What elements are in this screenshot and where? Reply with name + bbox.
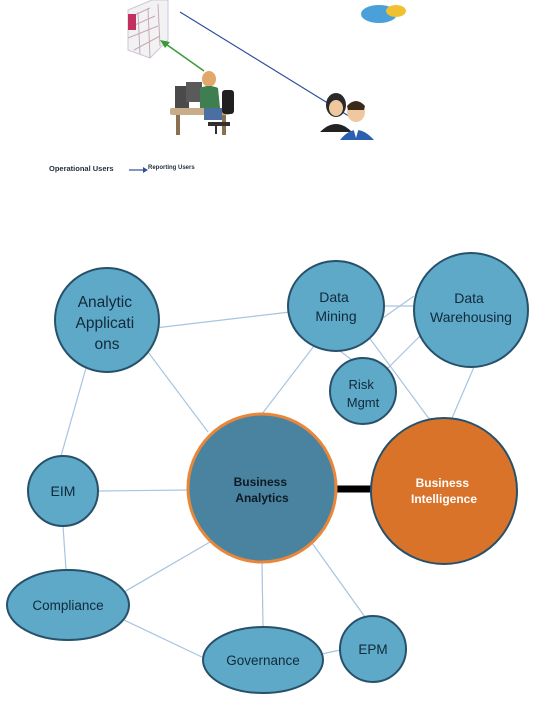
top-illustration bbox=[127, 0, 406, 173]
edge-dw-risk bbox=[385, 335, 421, 371]
legend-arrow bbox=[129, 167, 148, 173]
legend-operational-users: Operational Users bbox=[49, 164, 114, 173]
node-risk-mgmt: Risk Mgmt bbox=[329, 357, 397, 425]
legend-reporting-users: Reporting Users bbox=[148, 165, 195, 171]
svg-text:Compliance: Compliance bbox=[32, 598, 103, 613]
svg-text:Business Intelligence: Business Intelligence bbox=[411, 476, 477, 506]
edge-ba-epm bbox=[311, 542, 366, 618]
svg-text:Data Warehousing: Data Warehousing bbox=[430, 290, 512, 325]
node-governance: Governance bbox=[202, 626, 324, 694]
node-eim: EIM bbox=[27, 455, 99, 527]
svg-text:Governance: Governance bbox=[226, 653, 300, 668]
edge-analytic-eim bbox=[60, 367, 87, 457]
cloud-icon bbox=[361, 5, 406, 23]
edge-dm-risk bbox=[339, 350, 353, 361]
database-grid-icon bbox=[127, 0, 169, 59]
node-data-warehousing: Data Warehousing bbox=[413, 252, 529, 368]
edge-ba-governance bbox=[261, 561, 264, 628]
edge-eim-compliance bbox=[62, 525, 67, 571]
node-data-mining: Data Mining bbox=[287, 260, 385, 352]
svg-text:Data Mining: Data Mining bbox=[315, 289, 356, 324]
svg-text:EPM: EPM bbox=[358, 642, 387, 657]
node-epm: EPM bbox=[339, 615, 407, 683]
node-business-analytics: Business Analytics bbox=[186, 412, 338, 564]
operational-arrow bbox=[160, 40, 205, 72]
operational-user-icon bbox=[170, 71, 234, 135]
reporting-connector-line bbox=[179, 11, 353, 119]
edge-dm-dw-cross bbox=[379, 295, 415, 321]
edge-analytic-ba bbox=[147, 351, 209, 433]
edge-compliance-governance bbox=[123, 619, 205, 659]
svg-text:EIM: EIM bbox=[51, 483, 76, 499]
node-analytic-applications: Analytic Applicati ons bbox=[54, 267, 160, 373]
edge-eim-ba bbox=[97, 489, 189, 492]
svg-text:Analytic Applicati: Analytic Applicati ons bbox=[76, 294, 139, 353]
node-business-intelligence: Business Intelligence bbox=[370, 417, 518, 565]
edge-compliance-ba bbox=[123, 541, 211, 593]
connection-lines bbox=[60, 295, 475, 659]
edge-governance-epm bbox=[321, 649, 341, 655]
edge-dm-bi bbox=[367, 335, 431, 421]
reporting-users-icon bbox=[320, 93, 374, 140]
node-compliance: Compliance bbox=[6, 569, 130, 641]
svg-text:Business Analytics: Business Analytics bbox=[234, 475, 291, 505]
svg-text:Risk Mgmt: Risk Mgmt bbox=[347, 377, 380, 410]
edge-dm-ba bbox=[261, 345, 315, 415]
edge-analytic-dm bbox=[154, 311, 291, 329]
edge-dw-bi bbox=[451, 366, 475, 419]
